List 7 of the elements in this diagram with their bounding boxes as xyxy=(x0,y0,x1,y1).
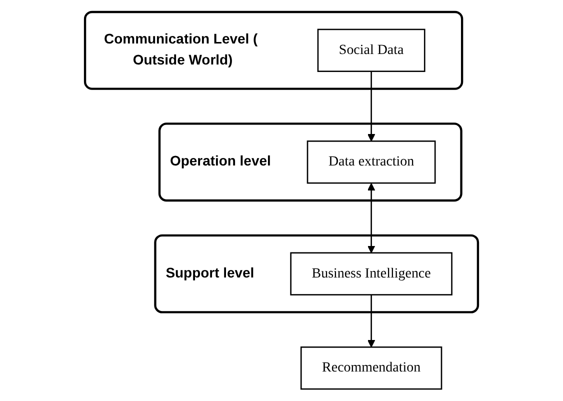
node-box: Data extraction xyxy=(306,140,436,184)
arrow xyxy=(367,294,376,348)
arrow xyxy=(367,183,376,254)
node-box: Social Data xyxy=(317,28,426,72)
node-box: Recommendation xyxy=(300,346,442,390)
arrow xyxy=(367,71,376,142)
node-box: Business Intelligence xyxy=(290,252,452,296)
